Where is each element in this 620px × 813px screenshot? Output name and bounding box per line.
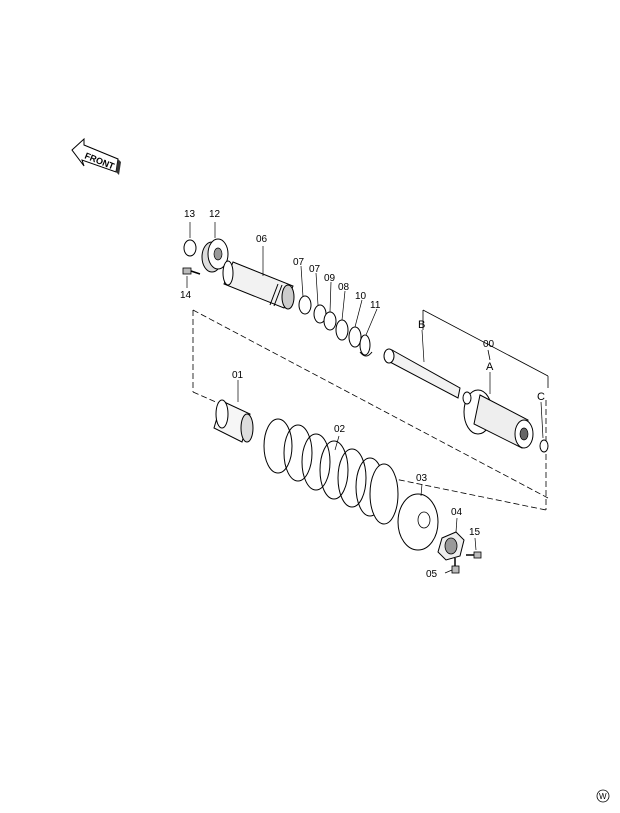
callout-c: C [537, 391, 545, 403]
part-02-spring [263, 418, 399, 525]
label-12: 12 [209, 209, 221, 220]
ring-c [539, 401, 549, 453]
part-05-bolt [444, 558, 460, 574]
label-01: 01 [232, 370, 244, 381]
watermark-icon: W [596, 789, 610, 803]
label-06: 06 [256, 234, 268, 245]
pin-b [383, 329, 461, 399]
seal-ring-leaders [300, 265, 378, 336]
callout-a: A [486, 361, 494, 373]
front-arrow-icon: FRONT [71, 137, 121, 175]
label-00: 00 [483, 339, 495, 350]
label-02: 02 [334, 424, 346, 435]
seal-rings [298, 295, 371, 356]
callout-b: B [418, 319, 425, 331]
part-12-flange [201, 222, 229, 273]
label-09: 09 [324, 273, 336, 284]
part-03-plate [397, 483, 439, 551]
label-13: 13 [184, 209, 196, 220]
part-04-nut [437, 517, 465, 561]
label-04: 04 [451, 507, 463, 518]
label-05: 05 [426, 569, 438, 580]
label-14: 14 [180, 290, 192, 301]
part-labels: 13 12 14 06 07 07 09 08 10 11 01 02 03 0… [180, 209, 545, 580]
part-13-oring [183, 239, 197, 257]
label-07b: 07 [309, 264, 321, 275]
part-14-bolt [182, 267, 201, 288]
label-03: 03 [416, 473, 428, 484]
part-15-bolt [466, 537, 482, 559]
part-06-cylinder [222, 246, 295, 310]
assembly-outline [192, 309, 549, 511]
label-08: 08 [338, 282, 350, 293]
label-07a: 07 [293, 257, 305, 268]
part-11-clip [359, 351, 373, 357]
body-a [462, 372, 534, 449]
part-01-bushing [213, 380, 254, 443]
label-10: 10 [355, 291, 367, 302]
label-15: 15 [469, 527, 481, 538]
label-11: 11 [370, 300, 381, 311]
watermark-label: W [599, 792, 607, 801]
assembly-00-bracket [422, 309, 549, 388]
